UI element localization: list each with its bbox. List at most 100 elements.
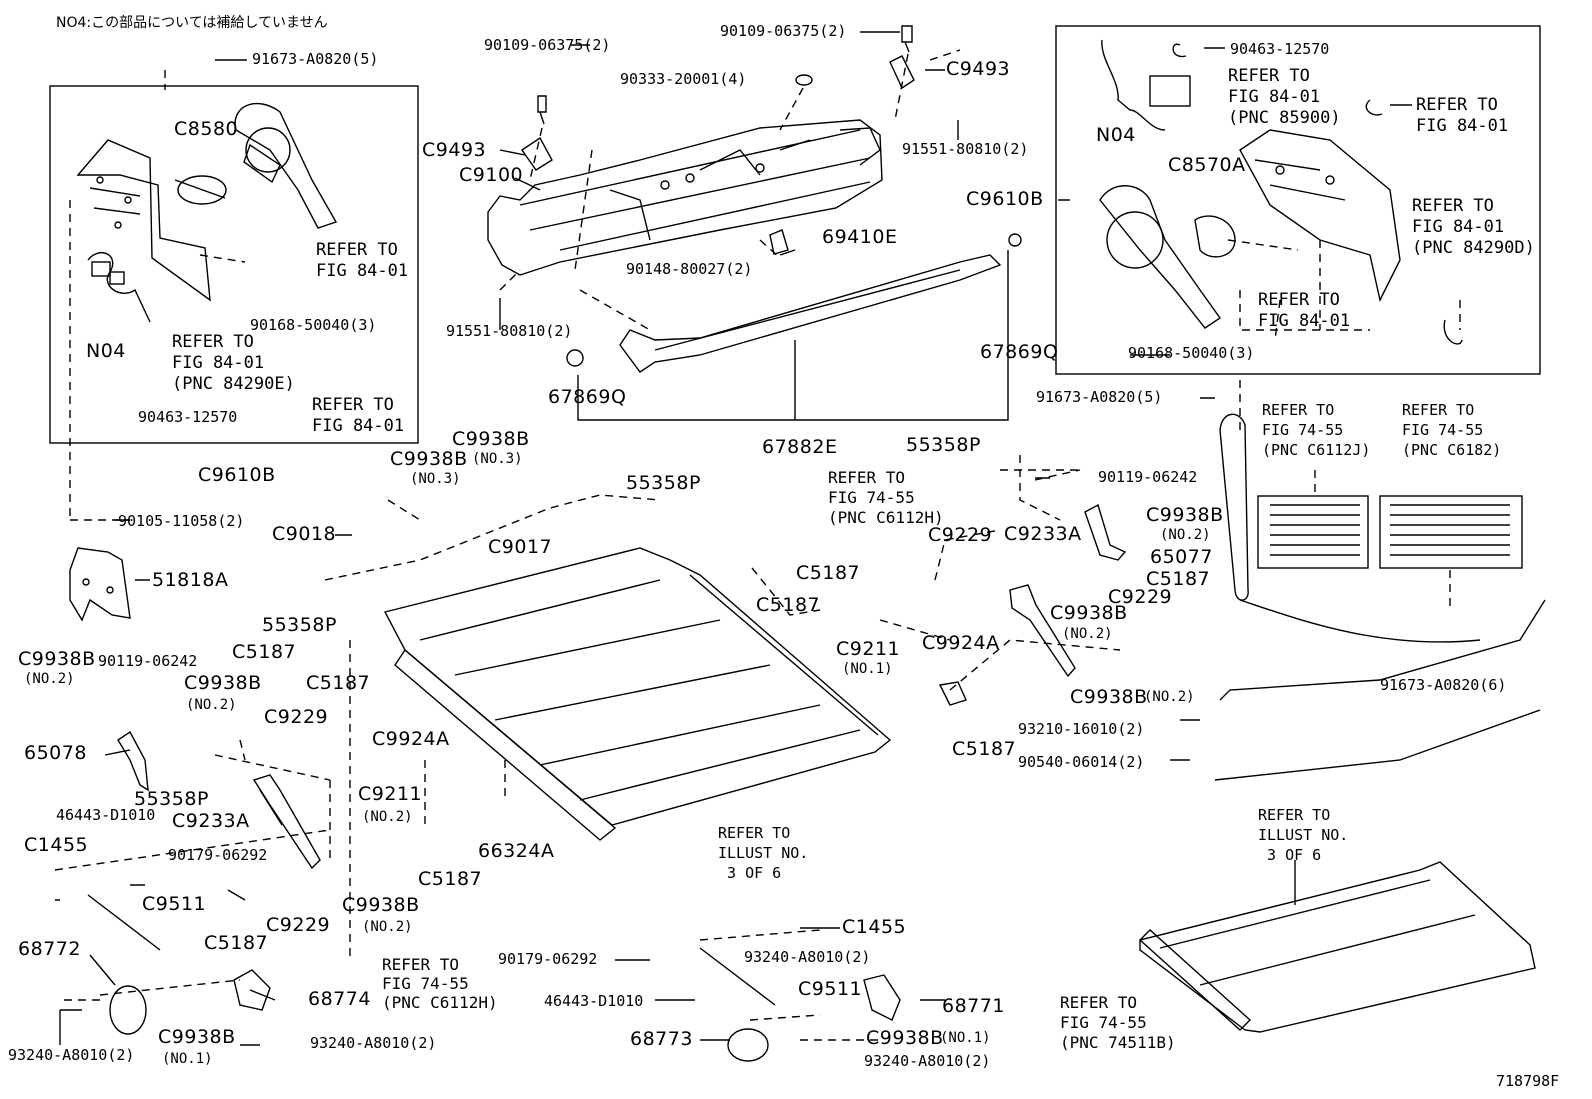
cover-68771 [863,974,901,1021]
label-c9610b-right: C9610B [966,188,1044,210]
cable-c9511-a [87,894,161,951]
label-c9938b-no1-a: C9938B [158,1026,236,1048]
label-90109-b: 90109-06375(2) [720,22,847,40]
label-65077: 65077 [1150,546,1213,568]
label-c5187-f: C5187 [306,672,371,694]
label-no2-c: (NO.2) [1144,689,1195,705]
leaders-right-body [1239,380,1451,610]
label-93240-d: 93240-A8010(2) [864,1052,991,1070]
bolt-90109-a [537,95,547,125]
clip-69410e [769,229,789,255]
label-c9938b-no2-f: C9938B [342,894,420,916]
label-c9938b-no2-e: C9938B [184,672,262,694]
label-67869q-b: 67869Q [980,341,1059,363]
label-refer-c6112h-a: REFER TO FIG 74-55 (PNC C6112H) [828,468,944,527]
label-46443-b: 46443-D1010 [544,992,644,1010]
leaders-bottom [54,829,880,1041]
label-c9233a-b: C9233A [172,810,250,832]
bracket-c9493-b [889,55,915,90]
label-68772: 68772 [18,938,81,960]
label-c9493-b: C9493 [946,58,1011,80]
label-93240-b: 93240-A8010(2) [310,1034,437,1052]
label-90168-left: 90168-50040(3) [250,316,377,334]
bracket-67882e-line [577,250,1009,421]
label-c9924a-b: C9924A [372,728,450,750]
lever-c9233a-right [1009,503,1127,678]
seat-cushion-panel [383,547,892,841]
seat-cushion-panel-right [1138,861,1536,1033]
label-c9938b-no2-c: C9938B [1070,686,1148,708]
right-inset-box [1055,25,1541,375]
label-93210: 93210-16010(2) [1018,720,1145,738]
label-no2-a: (NO.2) [1160,527,1211,543]
label-no2-e: (NO.2) [186,697,237,713]
left-inset-box [49,85,419,444]
label-90109-a: 90109-06375(2) [484,36,611,54]
seat-adjuster-right [1099,39,1463,345]
label-no2-d: (NO.2) [24,671,75,687]
label-90179-b: 90179-06292 [498,950,598,968]
label-n04-left: N04 [86,340,126,362]
label-no1-b: (NO.1) [162,1051,213,1067]
label-91551-b: 91551-80810(2) [446,322,573,340]
label-91673-c: 91673-A0820(6) [1380,676,1507,694]
label-93240-a: 93240-A8010(2) [8,1046,135,1064]
leaders-right-inset [1227,239,1461,341]
body-side-panel [1214,413,1546,781]
label-c8580: C8580 [174,118,239,140]
label-90105: 90105-11058(2) [118,512,245,530]
label-refer-85900: REFER TO FIG 84-01 (PNC 85900) [1228,66,1341,128]
label-c9938b-no3-a: C9938B [452,428,530,450]
plug-90333 [795,74,813,86]
label-c9229-b: C9229 [1108,586,1173,608]
label-refer-illust-b: REFER TO ILLUST NO. 3 OF 6 [1258,806,1349,864]
label-refer-84290e: REFER TO FIG 84-01 (PNC 84290E) [172,332,295,394]
seat-frame-c9100 [487,119,883,276]
label-c5187-g: C5187 [418,868,483,890]
label-90119-a: 90119-06242 [1098,468,1198,486]
label-c9493-a: C9493 [422,139,487,161]
label-90333: 90333-20001(4) [620,70,747,88]
label-no1-a: (NO.1) [842,661,893,677]
cover-68774 [233,969,271,1011]
bracket-c9924a-r [938,681,967,706]
label-no1-c: (NO.1) [940,1030,991,1046]
label-c9017: C9017 [488,536,553,558]
label-90168-right: 90168-50040(3) [1128,344,1255,362]
figure-id: 718798F [1496,1072,1560,1090]
cover-68773 [727,1028,769,1062]
bracket-51818a [69,547,131,622]
label-91551-a: 91551-80810(2) [902,140,1029,158]
label-refer-illust-a: REFER TO ILLUST NO. 3 OF 6 [718,824,809,882]
label-c9938b-no2-d: C9938B [18,648,96,670]
label-67869q-a: 67869Q [548,386,627,408]
label-93240-c: 93240-A8010(2) [744,948,871,966]
label-c9938b-no3-b: C9938B [390,448,468,470]
label-refer-c6112j: REFER TO FIG 74-55 (PNC C6112J) [1262,401,1371,459]
label-c5187-b: C5187 [796,562,861,584]
label-refer-c6182: REFER TO FIG 74-55 (PNC C6182) [1402,401,1502,459]
label-66324a: 66324A [478,840,555,862]
cable-c9511-b [699,947,776,1006]
label-67882e: 67882E [762,436,838,458]
label-55358p-b: 55358P [626,472,701,494]
label-c9938b-no1-b: C9938B [866,1027,944,1049]
seat-adjuster-left [76,102,338,323]
lever-65078 [117,730,149,792]
cover-68772 [109,985,147,1035]
label-c5187-a: C5187 [1146,568,1211,590]
label-no2-b: (NO.2) [1062,626,1113,642]
label-c9233a-a: C9233A [1004,523,1082,545]
solid-leaders [59,31,1412,1046]
label-c9229-a: C9229 [928,524,993,546]
label-c8570a: C8570A [1168,154,1246,176]
label-c9610b-left: C9610B [198,464,276,486]
label-c9511-a: C9511 [142,893,207,915]
label-refer-84-r2: REFER TO FIG 84-01 [1258,290,1351,331]
label-refer-84290d: REFER TO FIG 84-01 (PNC 84290D) [1412,196,1535,258]
leaders-center [214,494,821,960]
label-90148: 90148-80027(2) [626,260,753,278]
label-c9938b-no2-a: C9938B [1146,504,1224,526]
label-refer-84-left: REFER TO FIG 84-01 [316,240,409,281]
label-c9100: C9100 [459,164,524,186]
